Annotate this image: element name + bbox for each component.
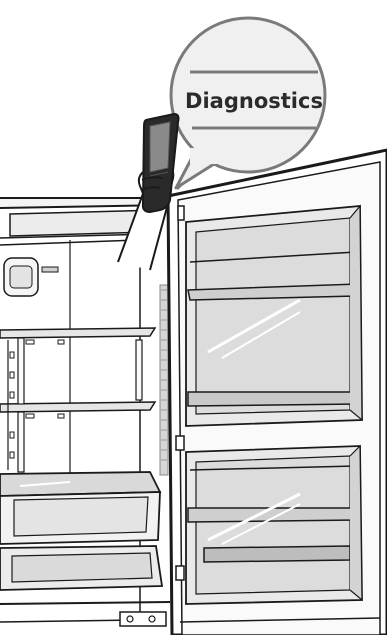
diagnostics-label: Diagnostics: [185, 89, 323, 113]
lower-door-bin: [186, 446, 362, 604]
open-fridge-door: [168, 150, 387, 635]
upper-door-bin: [186, 206, 362, 426]
door-gasket: [160, 285, 168, 475]
diagnostics-callout: Diagnostics: [171, 18, 325, 188]
smartphone-screen: [150, 122, 170, 172]
